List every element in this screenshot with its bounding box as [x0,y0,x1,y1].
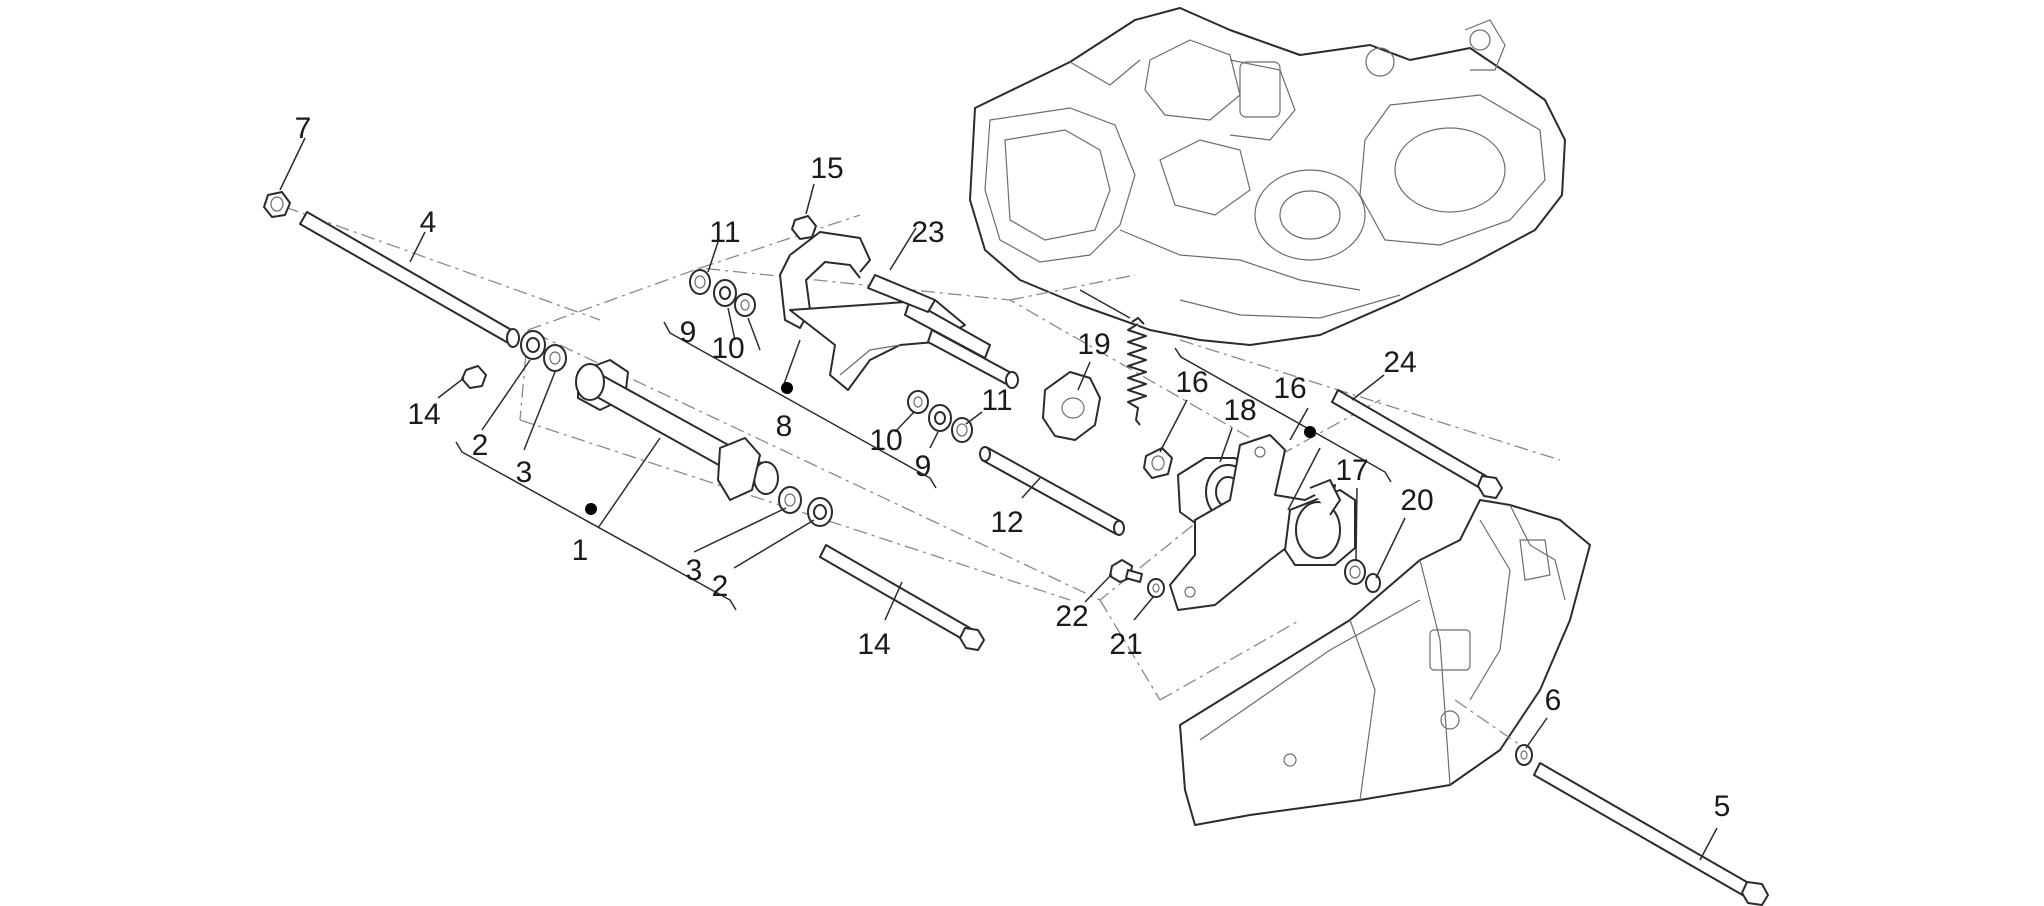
callout-9-lower: 9 [915,450,932,483]
marker-dot-plate [1304,426,1316,438]
callout-16-lower: 17 [1335,454,1368,487]
bushing-part-3-lower [778,486,802,514]
callout-18: 19 [1077,328,1110,361]
bushing-part-16-lower [1344,559,1366,585]
callout-15: 16 [1273,372,1306,405]
callout-8: 8 [776,410,793,443]
callout-4: 4 [420,206,437,239]
bolt-part-23 [1331,389,1503,499]
callout-3-upper: 3 [516,456,533,489]
bolt-part-21 [1109,559,1143,583]
pin-part-12 [979,446,1125,536]
spring-part-24 [1127,317,1147,426]
callout-3-lower: 3 [686,554,703,587]
callout-19: 20 [1400,484,1433,517]
washer-part-9-upper [713,279,737,307]
frame-section [1179,499,1591,826]
swing-arm-part-1 [575,359,779,501]
nut-part-7 [263,191,291,218]
marker-dot-arm [585,503,597,515]
nut-part-14-upper [791,215,817,240]
callout-16-upper: 16 [1175,366,1208,399]
bolt-part-13 [819,544,985,651]
callout-12: 12 [990,506,1023,539]
callout-2-lower: 2 [712,570,729,603]
callout-17: 18 [1223,394,1256,427]
assembly-markers [585,382,1316,515]
callout-labels: 7 4 14 2 3 1 3 2 14 8 15 11 9 10 23 19 1… [295,112,1731,823]
callout-11-lower: 11 [981,384,1012,417]
callout-5: 5 [1714,790,1731,823]
washer-part-9-lower [928,404,952,432]
bushing-part-3-upper [543,344,567,372]
washer-part-2-lower [807,497,833,527]
callout-11-upper: 11 [709,216,740,249]
callout-23: 24 [1383,346,1416,379]
callout-10-upper: 10 [711,332,744,365]
callout-14-top: 15 [810,152,843,185]
washer-part-6 [1515,744,1533,766]
washer-part-20 [1147,578,1165,598]
callout-20: 21 [1109,628,1142,661]
buffer-part-18 [1042,371,1101,441]
bolt-part-5 [1533,762,1769,906]
marker-dot-bracket [781,382,793,394]
bushing-part-10-lower [907,390,929,414]
nut-part-14-lower [461,365,487,389]
long-bolt-part-4 [299,211,520,348]
plate-part-15 [1169,434,1356,611]
bushing-part-16-upper [1143,447,1173,479]
washer-part-2-upper [520,330,546,360]
group-brackets [455,321,1392,611]
callout-10-lower: 10 [869,424,902,457]
bracket-part-8 [779,231,1019,391]
circlip-part-19 [1365,573,1381,593]
washer-part-11-upper [689,269,711,295]
bushing-part-10-upper [734,293,756,317]
leader-lines [279,137,1718,861]
callout-7: 7 [295,112,312,145]
callout-22: 23 [911,216,944,249]
engine-assembly [969,7,1566,346]
callout-2-upper: 2 [472,429,489,462]
callout-1: 1 [572,534,589,567]
callout-14-left: 14 [407,398,440,431]
callout-13: 14 [857,628,890,661]
callout-6: 6 [1545,684,1562,717]
callout-21: 22 [1055,600,1088,633]
callout-9-upper: 9 [680,316,697,349]
